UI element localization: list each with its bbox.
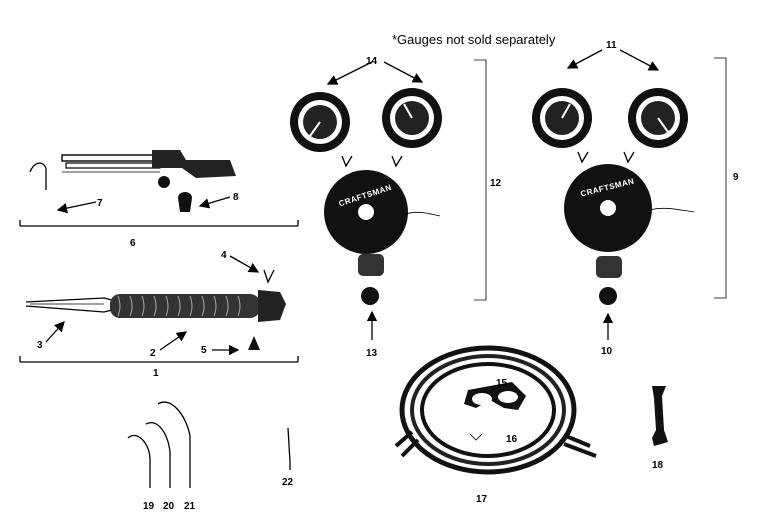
- label-16: 16: [506, 434, 518, 445]
- label-1: 1: [153, 368, 159, 379]
- part-labels: 6 7 8 4 3 2 5 1 14 12 13 11 9 10 15 16 1…: [37, 40, 739, 512]
- tip-part-21: [157, 401, 191, 488]
- attachment-nut: [258, 290, 286, 322]
- wrench-part-18: [652, 386, 668, 446]
- torch-handle-assembly: [19, 150, 299, 227]
- label-3: 3: [37, 340, 43, 351]
- label-20: 20: [163, 501, 175, 512]
- tip-part-20: [145, 422, 171, 488]
- lighter-part-16: [469, 433, 483, 441]
- o-rings-part-4: [263, 269, 275, 284]
- regulator-assembly-right: CRAFTSMAN: [532, 49, 727, 340]
- hose-fitting-part-7: [29, 162, 47, 190]
- regulator-inlet-right: [596, 256, 622, 278]
- label-9: 9: [733, 172, 739, 183]
- label-2: 2: [150, 348, 156, 359]
- torch-valve-knob: [158, 176, 170, 188]
- label-13: 13: [366, 348, 378, 359]
- label-14: 14: [366, 56, 378, 67]
- label-8: 8: [233, 192, 239, 203]
- seal-part-5: [248, 336, 260, 350]
- regulator-inlet-left: [358, 254, 384, 276]
- check-valve-part-8: [178, 192, 192, 212]
- label-12: 12: [490, 178, 502, 189]
- hose-coil-part-17: [399, 345, 577, 475]
- hose-assembly: [394, 345, 597, 475]
- label-18: 18: [652, 460, 664, 471]
- cutting-attachment-assembly: [19, 255, 299, 363]
- bracket-12: [474, 59, 487, 301]
- label-15: 15: [496, 378, 508, 389]
- mixer-body-part-2: [110, 294, 260, 318]
- torch-valve-body: [152, 150, 236, 178]
- bracket-9: [714, 57, 727, 299]
- label-4: 4: [221, 250, 227, 261]
- label-22: 22: [282, 477, 294, 488]
- label-21: 21: [184, 501, 196, 512]
- tip-part-22: [287, 427, 291, 470]
- label-17: 17: [476, 494, 488, 505]
- label-19: 19: [143, 501, 155, 512]
- label-10: 10: [601, 346, 613, 357]
- regulator-assembly-left: CRAFTSMAN: [290, 59, 487, 340]
- label-6: 6: [130, 238, 136, 249]
- label-5: 5: [201, 345, 207, 356]
- tip-part-19: [127, 434, 151, 488]
- label-7: 7: [97, 198, 103, 209]
- inlet-nut-part-10: [599, 287, 617, 305]
- cutting-tips: [127, 401, 291, 488]
- gauges-note: *Gauges not sold separately: [392, 32, 556, 47]
- label-11: 11: [606, 40, 617, 51]
- inlet-nut-part-13: [361, 287, 379, 305]
